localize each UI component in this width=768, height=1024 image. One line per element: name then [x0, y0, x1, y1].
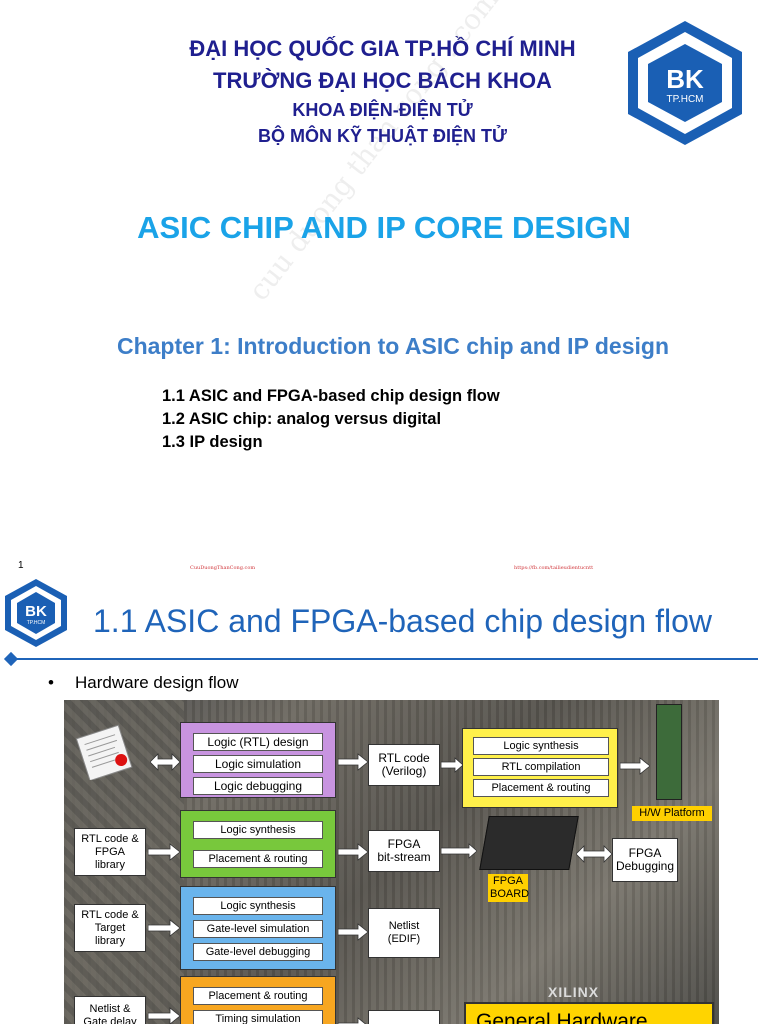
diagram-caption: General Hardware	[464, 1002, 714, 1024]
right-arrow-icon	[338, 843, 368, 861]
right-arrow-icon	[338, 923, 368, 941]
school-name: TRƯỜNG ĐẠI HỌC BÁCH KHOA	[213, 68, 552, 93]
flow-step: Placement & routing	[193, 850, 323, 868]
svg-text:BK: BK	[666, 64, 704, 94]
bk-logo: BK TP.HCM	[5, 579, 67, 647]
double-arrow-icon	[150, 753, 180, 771]
right-arrow-icon	[338, 1017, 367, 1024]
bk-logo: BK TP.HCM	[628, 21, 742, 145]
svg-text:TP.HCM: TP.HCM	[666, 94, 703, 105]
layout-output	[368, 1010, 440, 1024]
flow-step: Placement & routing	[473, 779, 609, 797]
emulation-group: Logic synthesis RTL compilation Placemen…	[462, 728, 618, 808]
table-of-contents: 1.1 ASIC and FPGA-based chip design flow…	[162, 385, 500, 454]
hw-platform-label: H/W Platform	[632, 806, 712, 821]
course-title: ASIC CHIP AND IP CORE DESIGN	[137, 210, 631, 245]
right-arrow-icon	[620, 757, 650, 775]
layout-input: Netlist &Gate delay	[74, 996, 146, 1024]
slide-title: 1.1 ASIC and FPGA-based chip design flow	[93, 603, 713, 639]
footer-left-link[interactable]: CuuDuongThanCong.com	[190, 565, 256, 571]
university-name: ĐẠI HỌC QUỐC GIA TP.HỒ CHÍ MINH	[189, 36, 576, 61]
svg-text:BK: BK	[25, 603, 47, 620]
flow-step: RTL compilation	[473, 758, 609, 776]
right-arrow-icon	[148, 919, 180, 937]
faculty-name: KHOA ĐIỆN-ĐIỆN TỬ	[292, 100, 473, 120]
footer-right-link[interactable]: https://fb.com/tailieudientucntt	[514, 565, 594, 571]
flow-step: Logic synthesis	[193, 821, 323, 839]
title-divider	[10, 658, 758, 660]
right-arrow-icon	[148, 843, 180, 861]
divider-diamond-icon	[3, 651, 19, 667]
flow-step: Logic simulation	[193, 755, 323, 773]
right-arrow-icon	[441, 757, 463, 773]
flow-step: Placement & routing	[193, 987, 323, 1005]
rtl-code-output: RTL code(Verilog)	[368, 744, 440, 786]
bullet-icon: •	[48, 673, 54, 692]
svg-text:TP.HCM: TP.HCM	[27, 620, 46, 626]
flow-step: Logic synthesis	[473, 737, 609, 755]
double-arrow-icon	[576, 845, 612, 863]
flow-step: Gate-level simulation	[193, 920, 323, 938]
flow-step: Timing simulation	[193, 1010, 323, 1024]
flow-step: Logic debugging	[193, 777, 323, 795]
toc-item: 1.2 ASIC chip: analog versus digital	[162, 410, 442, 428]
bullet-text: Hardware design flow	[75, 673, 239, 692]
flow-step: Logic (RTL) design	[193, 733, 323, 751]
rtl-design-group: Logic (RTL) design Logic simulation Logi…	[180, 722, 336, 798]
fpga-design-group: Logic synthesis Placement & routing	[180, 810, 336, 878]
toc-item: 1.3 IP design	[162, 433, 263, 451]
fpga-board-image	[479, 816, 579, 870]
toc-item: 1.1 ASIC and FPGA-based chip design flow	[162, 387, 500, 405]
content-slide: BK TP.HCM 1.1 ASIC and FPGA-based chip d…	[0, 573, 768, 1024]
xilinx-logo-text: XILINX	[548, 984, 600, 1000]
slide-number: 1	[18, 560, 24, 571]
title-slide: ĐẠI HỌC QUỐC GIA TP.HỒ CHÍ MINH TRƯỜNG Đ…	[116, 0, 742, 454]
department-name: BỘ MÔN KỸ THUẬT ĐIỆN TỬ	[258, 126, 507, 146]
right-arrow-icon	[441, 843, 477, 859]
spec-document-icon	[75, 724, 133, 780]
chapter-title: Chapter 1: Introduction to ASIC chip and…	[116, 333, 670, 359]
flow-step: Gate-level debugging	[193, 943, 323, 961]
layout-group: Placement & routing Timing simulation	[180, 976, 336, 1024]
right-arrow-icon	[338, 753, 368, 771]
flow-step: Logic synthesis	[193, 897, 323, 915]
right-arrow-icon	[148, 1007, 180, 1024]
hw-platform-board-image	[656, 704, 682, 800]
asic-synthesis-group: Logic synthesis Gate-level simulation Ga…	[180, 886, 336, 970]
hardware-design-flow-diagram: Logic (RTL) design Logic simulation Logi…	[64, 700, 719, 1024]
netlist-output: Netlist(EDIF)	[368, 908, 440, 958]
